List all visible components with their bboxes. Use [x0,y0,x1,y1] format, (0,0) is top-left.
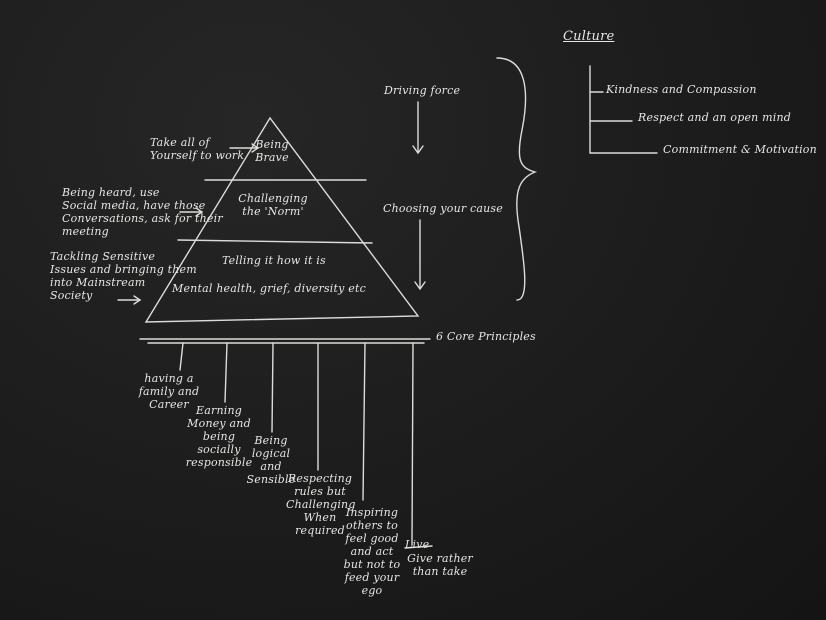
arrow-middle-head [195,207,204,217]
principle-family-career: having a family and Career [138,372,200,411]
culture-item-commitment: Commitment & Motivation [663,143,817,156]
pyramid-top-label: Being Brave [255,138,289,164]
cause-arrow-head [414,281,426,291]
culture-title: Culture [563,29,615,44]
principle-stem-1 [179,342,184,371]
arrow-top-head [251,143,260,153]
principle-money-responsible: Earning Money and being socially respons… [185,404,253,469]
culture-item-respect: Respect and an open mind [638,111,792,124]
principle-stem-2 [224,342,228,403]
principle-give-rather: Give rather than take [407,552,473,578]
driving-force-label: Driving force [384,84,461,97]
principle-inspiring-others: Inspiring others to feel good and act bu… [343,506,401,597]
crossed-word-strike [404,545,433,549]
pyramid-divider-middle [177,239,373,244]
principle-stem-5 [362,342,366,501]
note-yourself-to-work: Take all of Yourself to work [150,136,245,162]
principle-crossed-word: Live [405,538,430,551]
culture-item-kindness: Kindness and Compassion [606,83,757,96]
pyramid-outline [144,116,420,323]
principle-stem-6 [411,342,414,546]
driving-arrow-head [412,145,424,155]
note-being-heard: Being heard, use Social media, have thos… [62,186,223,238]
principle-respecting-rules: Respecting rules but Challenging When re… [286,472,356,537]
pyramid-bottom-line1: Telling it how it is [222,254,326,267]
note-tackling-issues: Tackling Sensitive Issues and bringing t… [50,250,197,302]
core-principles-label: 6 Core Principles [436,330,536,343]
principle-logical-sensible: Being logical and Sensible [246,434,296,486]
pyramid-middle-label: Challenging the 'Norm' [238,192,308,218]
choosing-cause-label: Choosing your cause [383,202,503,215]
principle-stem-3 [271,342,274,433]
arrow-bottom-head [133,295,142,305]
curly-brace [496,57,538,301]
pyramid-bottom-line2: Mental health, grief, diversity etc [172,282,366,295]
